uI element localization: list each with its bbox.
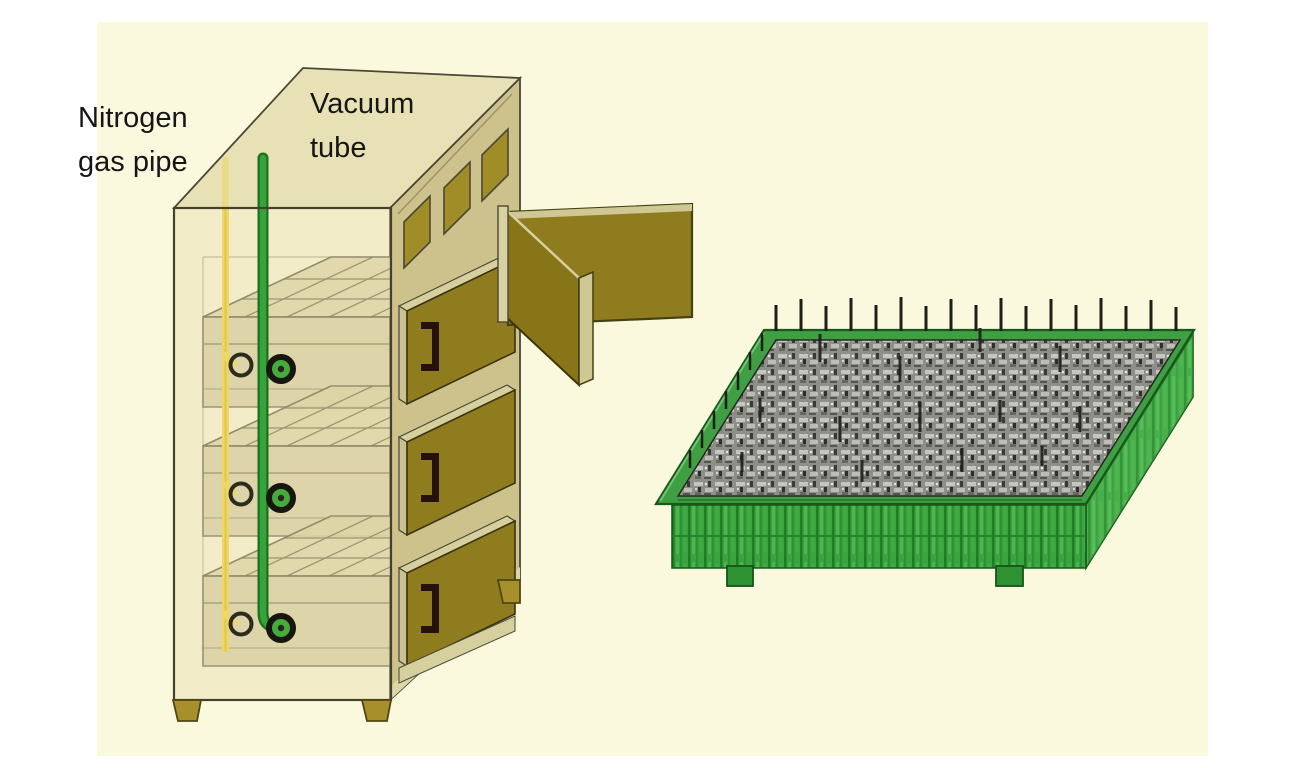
shelf-port-row (222, 480, 296, 513)
oven-foot (496, 579, 521, 604)
label-nitrogen-line1: Nitrogen (78, 102, 188, 134)
door-leaf-edge-strip (578, 270, 594, 387)
tray-legs (726, 565, 1024, 587)
oven-door-open (497, 202, 694, 388)
tray-leg (726, 565, 754, 587)
tray-cells (676, 339, 1182, 497)
oven-side-inner-edge (397, 93, 513, 215)
drawer-front (397, 384, 517, 537)
shelf-port-row (222, 610, 296, 643)
tray-right-wall-highlight (1086, 334, 1193, 568)
diagram-labels: Nitrogen gas pipe Vacuum tube (78, 88, 414, 178)
shelf-port-rows (222, 351, 296, 643)
tray-pins (688, 297, 1178, 482)
label-vacuum-line2: tube (310, 132, 366, 164)
oven-foot (171, 699, 203, 722)
oven-vent (481, 127, 509, 203)
nitrogen-port-ring (228, 481, 254, 507)
drawer-handle (421, 584, 439, 633)
oven-vents (403, 127, 509, 270)
cell-tray (654, 297, 1196, 587)
tray-leg (995, 565, 1024, 587)
drawer-front (397, 253, 517, 406)
door-hinge-post (497, 205, 509, 323)
nitrogen-port-ring (228, 611, 254, 637)
drawer-handle (421, 453, 439, 502)
shelf-port-row (222, 351, 296, 384)
label-nitrogen-line2: gas pipe (78, 146, 188, 178)
oven-drawers (397, 253, 517, 684)
label-vacuum-line1: Vacuum (310, 88, 414, 120)
door-leaf-back-edge (508, 204, 692, 219)
vacuum-drying-oven (171, 67, 694, 722)
nitrogen-port-ring (228, 352, 254, 378)
oven-feet (171, 579, 521, 722)
label-nitrogen-gas-pipe: Nitrogen gas pipe (78, 102, 188, 178)
door-leaf-top-edge (504, 208, 580, 279)
oven-shelf (202, 515, 390, 667)
oven-front-outline (172, 206, 393, 702)
oven-foot (360, 699, 393, 722)
oven-vent (443, 160, 471, 236)
drawer-handle (421, 322, 439, 371)
drawer-rail (398, 615, 516, 684)
oven-vent (403, 194, 431, 270)
label-vacuum-tube: Vacuum tube (310, 88, 414, 164)
drawer-front (397, 515, 517, 668)
